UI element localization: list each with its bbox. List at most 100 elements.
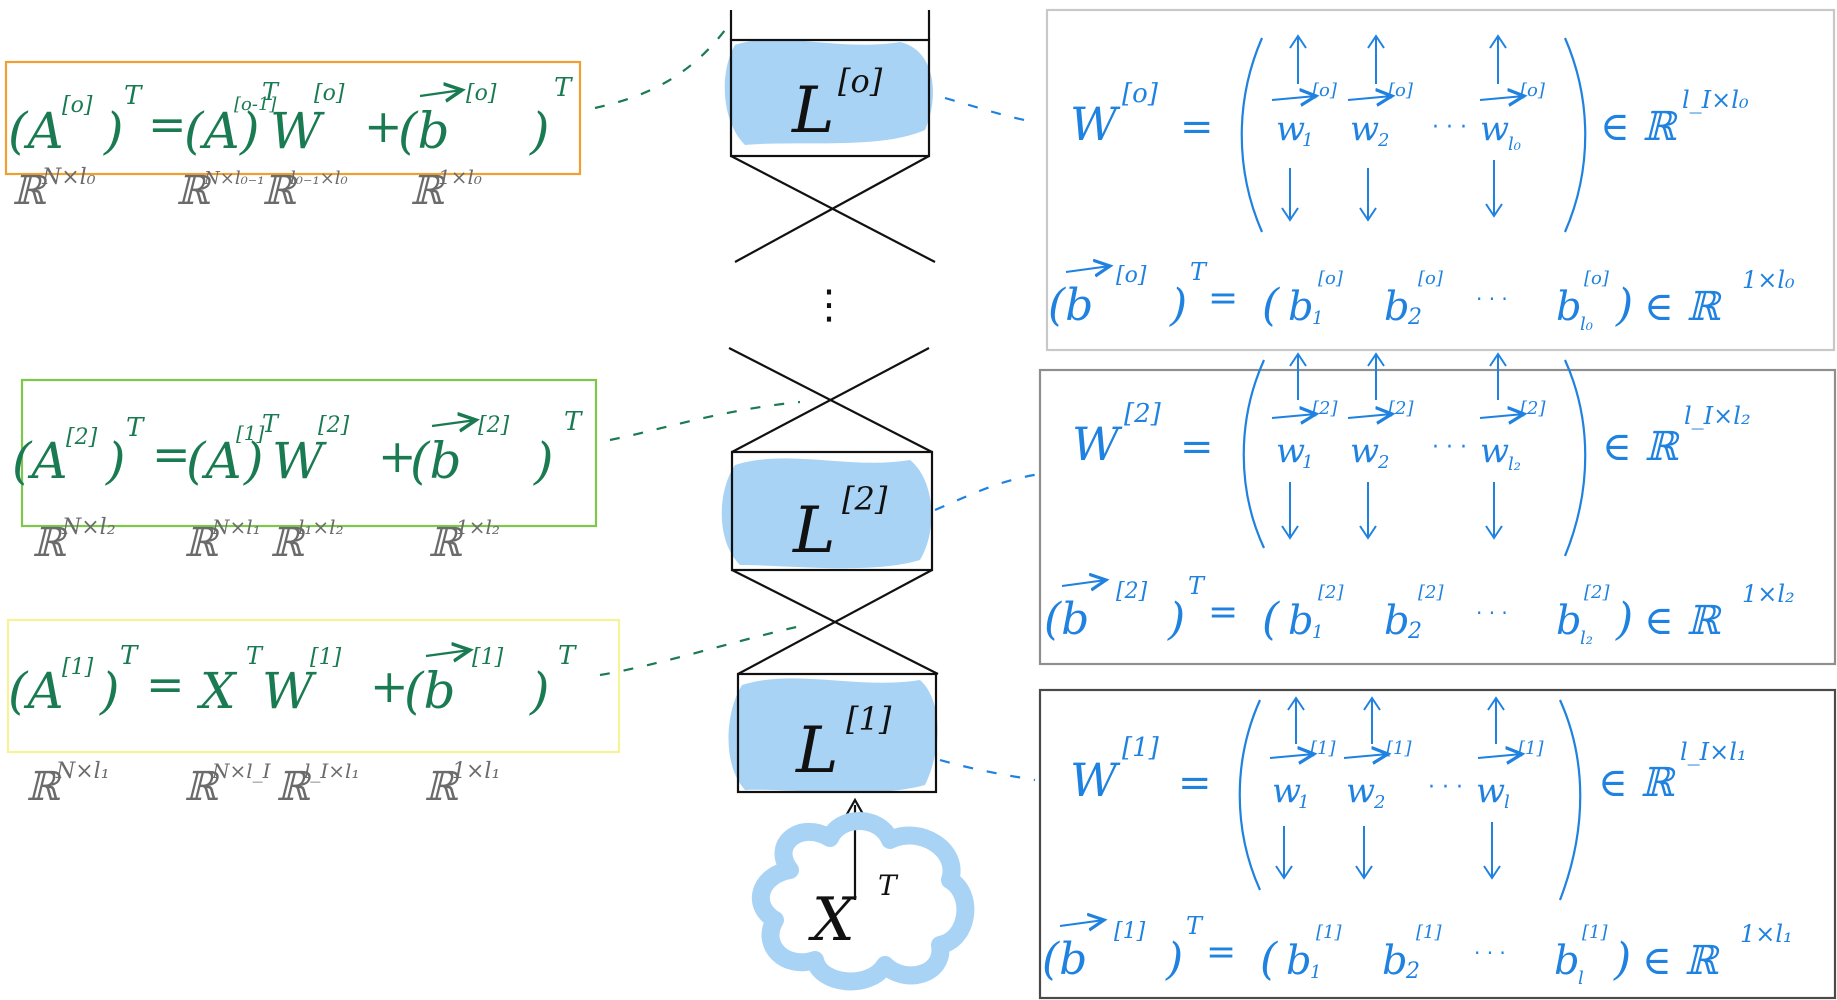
m-o-in-sup: l_I×l₀ — [1682, 86, 1749, 114]
b-item-sup: [2] — [1418, 582, 1444, 603]
col-base: w — [1350, 431, 1379, 471]
eq-o-a-open: (A — [184, 102, 240, 160]
col-base: w — [1350, 109, 1379, 149]
m-1-b-open-paren: ( — [1260, 934, 1278, 985]
m-1-b-sup: [1] — [1114, 919, 1146, 944]
b-item-base: b — [1556, 284, 1582, 330]
vector-arrow-icon — [1477, 754, 1522, 758]
vector-arrow-icon — [1271, 414, 1316, 418]
eq-2-plus: + — [378, 429, 417, 483]
eq-1-b-t: T — [558, 641, 577, 671]
eq-2-a-t: T — [262, 410, 280, 438]
col-sup: [2] — [1520, 398, 1546, 419]
matrix-frame-lightgray — [1045, 8, 1836, 352]
matrix-panel-o: W [o] = w 1 [o] w 2 [o] · · · — [1045, 8, 1836, 352]
right-paren — [1558, 699, 1582, 901]
eq-2-w: W — [272, 432, 327, 490]
eq-2-equals: = — [152, 427, 191, 481]
col-sub: 2 — [1373, 792, 1385, 813]
b-item-sup: [o] — [1318, 268, 1344, 289]
m-o-b-in-set: ∈ ℝ — [1644, 284, 1722, 330]
ellipsis-vertical: ⋮ — [809, 282, 849, 328]
input-cloud: X T — [751, 812, 975, 991]
col-base: w — [1480, 431, 1509, 471]
m-1-b-in-sup: 1×l₁ — [1740, 920, 1793, 948]
b-item-sup: [1] — [1582, 922, 1608, 943]
vector-arrow-icon — [1061, 580, 1106, 586]
vector-arrow-icon — [419, 90, 462, 96]
equation-frame-green — [20, 378, 598, 528]
m-1-w-sup: [1] — [1122, 733, 1160, 763]
b-item-base: b — [1384, 598, 1410, 644]
col-base: w — [1480, 109, 1509, 149]
eq-2-dim-2-sup: N×l₁ — [211, 515, 261, 539]
m-o-b-eq: = — [1208, 278, 1238, 319]
m-o-b-close-paren: ) — [1615, 280, 1633, 331]
vector-arrow-icon — [1271, 96, 1316, 100]
m-1-col-3: w l [1] — [1476, 696, 1544, 880]
eq-o-a-sup: [o-1] — [234, 94, 277, 115]
eq-1-w: W — [262, 662, 317, 720]
vector-arrow-icon — [1343, 754, 1388, 758]
eq-o-dim-2-sup: N×l₀₋₁ — [203, 168, 265, 189]
m-1-col-2: w 2 [1] — [1343, 696, 1412, 880]
m-1-b-close-paren: ) — [1613, 934, 1631, 985]
layer-box-o: L [o] — [724, 38, 933, 158]
matrix-frame-darkgray — [1038, 688, 1837, 1000]
m-2-b-sup: [2] — [1116, 579, 1148, 604]
layer-box-2: L [2] — [721, 450, 934, 572]
col-sup: [1] — [1518, 738, 1544, 759]
col-sup: [1] — [1386, 738, 1412, 759]
b-dots: · · · — [1476, 287, 1508, 311]
eq-1-dim-4: ℝ — [424, 764, 460, 810]
col-sub: 2 — [1377, 130, 1389, 151]
eq-1-x-t: T — [246, 642, 264, 670]
b-dots: · · · — [1474, 941, 1506, 965]
m-2-b-close-paren: ) — [1615, 594, 1633, 645]
col-base: w — [1276, 109, 1305, 149]
dashed-connectors — [594, 21, 806, 677]
m-1-b-label: (b — [1042, 934, 1087, 985]
eq-o-a-t: T — [262, 78, 280, 106]
m-2-w-label: W — [1072, 417, 1123, 471]
b-item-base: b — [1382, 938, 1408, 984]
vector-arrow-icon — [1479, 96, 1524, 100]
eq-2-a-sup: [1] — [236, 421, 265, 445]
eq-2-b-t: T — [564, 407, 583, 437]
m-2-b-eq: = — [1208, 592, 1238, 633]
b-item-sup: [o] — [1584, 268, 1610, 289]
layer-label-2: L — [792, 494, 836, 568]
eq-2-lhs-base: (A — [12, 432, 68, 490]
m-o-b-close: ) — [1169, 280, 1187, 331]
layer-label-o: L — [791, 74, 835, 148]
eq-2-a-open: (A — [186, 432, 242, 490]
eq-2-b-sup: [2] — [478, 413, 510, 438]
m-1-b-in-set: ∈ ℝ — [1642, 938, 1720, 984]
m-o-b-in-sup: 1×l₀ — [1742, 266, 1795, 294]
m-2-b-close: ) — [1167, 594, 1185, 645]
col-sub: l — [1504, 792, 1510, 813]
eq-1-dim-2: ℝ — [184, 764, 220, 810]
eq-2-dim-1-sup: N×l₂ — [61, 515, 116, 540]
b-item-sup: [2] — [1584, 582, 1610, 603]
m-1-b-eq: = — [1206, 932, 1236, 973]
m-2-b-open-paren: ( — [1262, 594, 1280, 645]
b-item-sub: 2 — [1407, 305, 1422, 330]
eq-1-lhs-t: T — [120, 641, 139, 671]
eq-1-dim-4-sup: 1×l₁ — [452, 759, 500, 784]
m-o-b-sup: [o] — [1116, 263, 1147, 288]
dashed-connectors-blue — [934, 96, 1041, 782]
col-sub: l₀ — [1508, 134, 1521, 155]
eq-o-dim-1-sup: N×l₀ — [41, 165, 96, 190]
col-base: w — [1346, 771, 1375, 811]
eq-o-dim-1: ℝ — [12, 168, 48, 214]
eq-1-w-sup: [1] — [310, 645, 342, 670]
eq-o-lhs-base: (A — [8, 102, 64, 160]
vector-arrow-icon — [431, 420, 476, 426]
eq-2-lhs-sup: [2] — [66, 425, 98, 450]
right-paren — [1563, 359, 1587, 557]
m-1-in-set: ∈ ℝ — [1598, 760, 1676, 806]
b-item-base: b — [1554, 938, 1580, 984]
eq-o-dim-2: ℝ — [176, 168, 212, 214]
m-1-eq: = — [1178, 760, 1212, 806]
